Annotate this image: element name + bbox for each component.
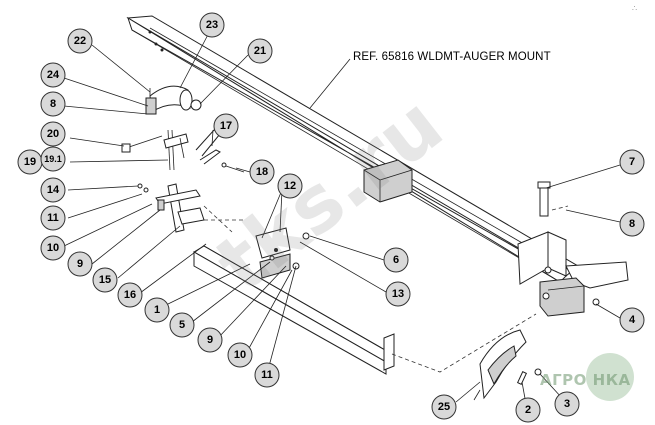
lower-cross-bar [193,245,395,375]
corner-mark: ∴ [632,4,638,13]
svg-text:19.1: 19.1 [44,154,62,164]
auger-hanger-25 [473,329,527,401]
svg-text:18: 18 [256,166,268,178]
callout-15: 15 [92,267,118,293]
callout-6: 6 [383,247,409,273]
svg-text:24: 24 [47,69,60,81]
callout-24: 24 [40,62,66,88]
callout-12: 12 [277,173,303,199]
callout-16: 16 [117,282,143,308]
callout-5: 5 [169,312,195,338]
callout-11b: 11 [254,362,280,388]
callout-25: 25 [431,394,457,420]
logo-text: АГРО НКА [540,371,631,389]
bolt-20 [121,135,163,153]
callout-leaders [63,26,621,405]
callout-18: 18 [249,159,275,185]
svg-text:4: 4 [629,314,636,326]
pin-assembly-19 [163,129,189,171]
saddle-clamp [145,85,202,115]
main-beam [126,15,579,283]
svg-text:8: 8 [50,98,56,110]
svg-text:7: 7 [629,156,635,168]
callout-9a: 9 [67,251,93,277]
svg-text:9: 9 [207,334,213,346]
callout-13: 13 [385,281,411,307]
svg-text:8: 8 [629,218,635,230]
svg-text:20: 20 [47,128,59,140]
callout-1: 1 [144,297,170,323]
l-pin-17 [195,129,221,165]
reference-leader [309,58,351,109]
bar-clamp-plate [255,227,291,279]
svg-text:11: 11 [47,212,59,224]
callout-20: 20 [40,121,66,147]
svg-text:13: 13 [392,288,404,300]
callout-21: 21 [247,38,273,64]
svg-text:21: 21 [254,45,266,57]
callout-8a: 8 [40,91,66,117]
callout-23: 23 [199,12,225,38]
logo-badge [586,353,634,401]
svg-text:11: 11 [261,369,273,381]
svg-text:22: 22 [74,35,86,47]
callout-22: 22 [67,28,93,54]
pin-18 [221,162,245,173]
callout-2: 2 [515,397,541,423]
svg-text:25: 25 [438,401,450,413]
assembly-dashed-lines [203,205,569,373]
beam-bracket-block [363,159,413,203]
callout-4: 4 [619,307,645,333]
callout-10b: 10 [227,342,253,368]
callout-14: 14 [40,177,66,203]
svg-text:3: 3 [564,398,570,410]
callout-3: 3 [554,391,580,417]
callout-19: 19 [17,149,43,175]
callout-8b: 8 [619,211,645,237]
svg-text:19: 19 [24,156,36,168]
svg-text:23: 23 [206,19,218,31]
svg-text:10: 10 [234,349,246,361]
svg-text:2: 2 [525,404,531,416]
svg-text:15: 15 [99,274,111,286]
callout-11a: 11 [40,205,66,231]
svg-text:1: 1 [154,304,160,316]
svg-text:10: 10 [47,242,59,254]
svg-text:5: 5 [179,319,185,331]
callout-10a: 10 [40,235,66,261]
svg-text:6: 6 [393,254,399,266]
right-end-bracket [517,231,629,317]
bolt-7 [537,181,551,217]
svg-text:14: 14 [47,184,60,196]
svg-text:17: 17 [220,120,232,132]
callout-9b: 9 [197,327,223,353]
hitch-post [155,183,205,233]
callout-19-1: 19.1 [40,146,66,172]
reference-label: REF. 65816 WLDMT-AUGER MOUNT [353,51,551,63]
svg-text:16: 16 [124,289,136,301]
svg-text:12: 12 [284,180,296,192]
callout-7: 7 [619,149,645,175]
svg-text:9: 9 [77,258,83,270]
callout-17: 17 [213,113,239,139]
